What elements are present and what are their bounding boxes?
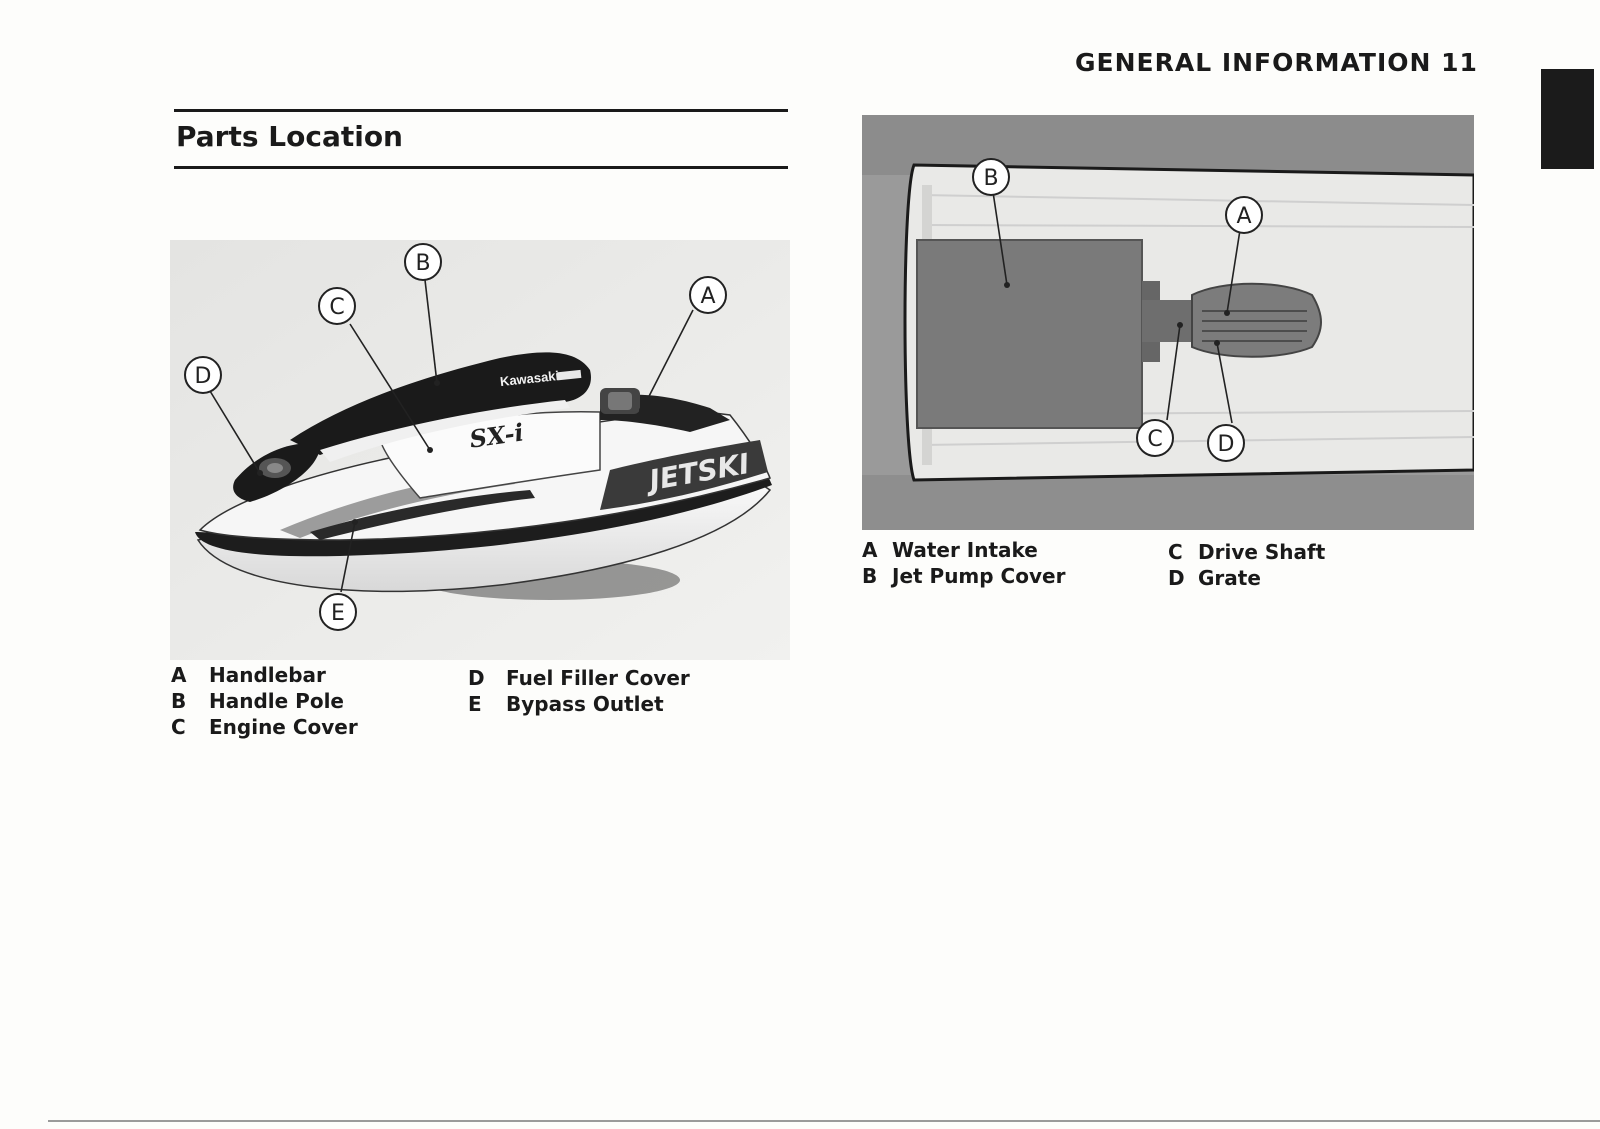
callout-b: B bbox=[972, 158, 1010, 196]
callout-c: C bbox=[318, 287, 356, 325]
callout-c: C bbox=[1136, 419, 1174, 457]
section-title: Parts Location bbox=[176, 120, 403, 153]
callout-e: E bbox=[319, 593, 357, 631]
callout-a: A bbox=[1225, 196, 1263, 234]
svg-text:A: A bbox=[700, 284, 715, 309]
svg-text:D: D bbox=[195, 364, 212, 389]
callout-d: D bbox=[184, 356, 222, 394]
title-rule-top bbox=[174, 109, 788, 112]
page-header: GENERAL INFORMATION 11 bbox=[1075, 48, 1478, 77]
callout-d: D bbox=[1207, 424, 1245, 462]
jet-ski-photo: JETSKI SX-i Kawasaki bbox=[170, 240, 790, 660]
hull-underside-photo: A B C D bbox=[862, 115, 1474, 530]
svg-text:B: B bbox=[415, 251, 430, 276]
section-tab-marker bbox=[1541, 69, 1594, 169]
brand-text: Kawasaki bbox=[499, 368, 560, 389]
bottom-rule bbox=[48, 1120, 1600, 1122]
callout-a: A bbox=[689, 276, 727, 314]
svg-text:D: D bbox=[1218, 432, 1235, 457]
title-rule-bottom bbox=[174, 166, 788, 169]
callout-b: B bbox=[404, 243, 442, 281]
svg-text:A: A bbox=[1236, 204, 1251, 229]
svg-text:C: C bbox=[1147, 427, 1162, 452]
svg-text:C: C bbox=[329, 295, 344, 320]
svg-text:E: E bbox=[331, 601, 345, 626]
svg-text:B: B bbox=[983, 166, 998, 191]
